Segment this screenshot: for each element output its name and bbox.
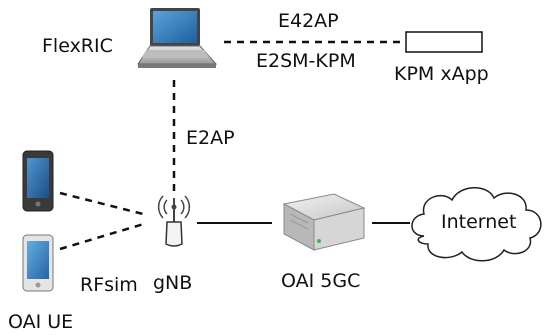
laptop-icon (137, 8, 218, 68)
server-icon (282, 193, 366, 251)
internet-label: Internet (441, 211, 517, 233)
cloud-icon (411, 187, 542, 262)
e2sm-label: E2SM-KPM (256, 50, 356, 72)
xapp-label: KPM xApp (394, 63, 489, 85)
antenna-icon (157, 195, 191, 247)
core-label: OAI 5GC (281, 270, 361, 292)
flexric-label: FlexRIC (42, 35, 113, 57)
rfsim-label: RFsim (80, 274, 138, 296)
e2ap-label: E2AP (186, 127, 235, 149)
xapp-box-icon (405, 31, 483, 53)
smartphone-icon (22, 234, 54, 292)
link-ue2-gnb (59, 221, 148, 251)
ue-label: OAI UE (8, 311, 74, 333)
link-ue1-gnb (59, 191, 148, 217)
e42ap-label: E42AP (278, 10, 339, 32)
gnb-label: gNB (153, 272, 193, 294)
smartphone-icon (22, 150, 54, 212)
